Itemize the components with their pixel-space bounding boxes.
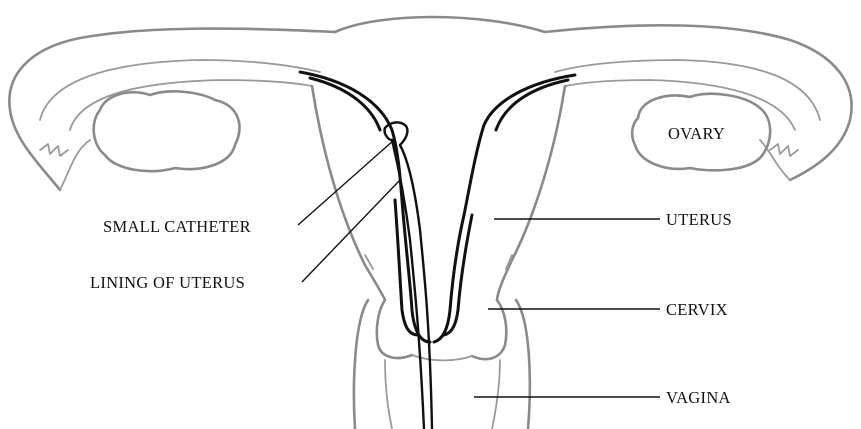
fallopian-tubes bbox=[9, 17, 851, 190]
label-ovary: OVARY bbox=[668, 124, 725, 143]
uterus-outline bbox=[312, 86, 565, 429]
left-ovary bbox=[94, 91, 240, 171]
catheter-leader-line bbox=[298, 140, 394, 225]
label-uterus: UTERUS bbox=[666, 210, 732, 229]
label-small-catheter: SMALL CATHETER bbox=[103, 217, 251, 236]
label-cervix: CERVIX bbox=[666, 300, 728, 319]
lining-leader-line bbox=[302, 180, 400, 282]
label-lining-of-uterus: LINING OF UTERUS bbox=[90, 273, 245, 292]
label-vagina: VAGINA bbox=[666, 388, 731, 407]
